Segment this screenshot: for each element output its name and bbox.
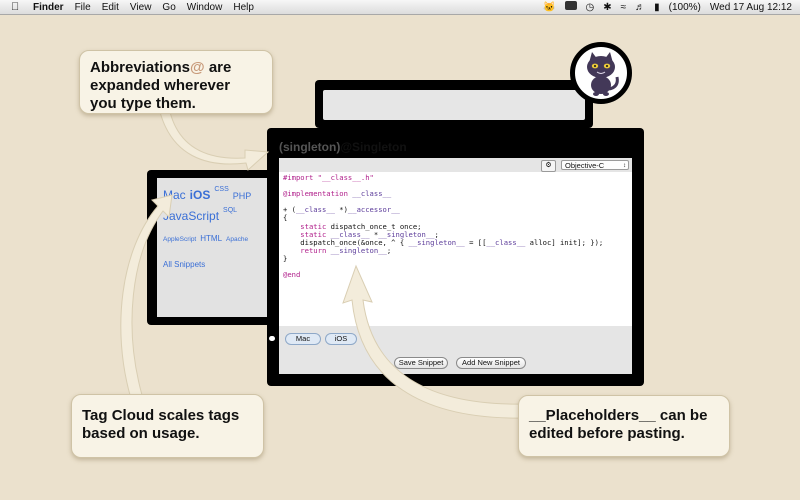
callout-text: __Placeholders__ can be — [529, 407, 708, 424]
code-placeholder: __singleton__ — [378, 229, 435, 239]
code-token: *) — [334, 205, 348, 215]
code-token: static — [283, 221, 331, 231]
menu-go[interactable]: Go — [162, 1, 176, 13]
menu-view[interactable]: View — [129, 1, 152, 13]
code-token: dispatch_once(&once, ^ { — [283, 237, 409, 247]
menu-help[interactable]: Help — [233, 1, 254, 13]
chevron-updown-icon: ↕ — [623, 163, 626, 169]
snippet-header: (singleton)@Singleton — [279, 138, 632, 154]
cloud-icon — [269, 336, 275, 341]
code-token: { — [283, 213, 288, 223]
code-placeholder: __singleton__ — [408, 237, 465, 247]
callout-text: expanded wherever — [90, 77, 231, 94]
snippet-toolbar: ⚙ Objective-C ↕ — [279, 158, 632, 172]
menu-app-finder[interactable]: Finder — [33, 1, 64, 13]
code-token: ; — [434, 229, 439, 239]
callout-text: edited before pasting. — [529, 425, 685, 442]
tag-apache[interactable]: Apache — [226, 236, 249, 243]
code-token: dispatch_once_t once; — [330, 221, 422, 231]
tag-html[interactable]: HTML — [200, 234, 223, 243]
menu-edit[interactable]: Edit — [101, 1, 119, 13]
code-token: * — [369, 229, 379, 239]
code-placeholder: __class__ — [330, 229, 370, 239]
clock[interactable]: Wed 17 Aug 12:12 — [709, 1, 792, 13]
code-token: @end — [283, 270, 301, 280]
code-placeholder: __class__ — [486, 237, 526, 247]
menu-file[interactable]: File — [74, 1, 91, 13]
tag-pill-ios[interactable]: iOS — [325, 333, 357, 345]
callout-abbreviations: Abbreviations@ are expanded wherever you… — [79, 50, 273, 114]
callout-at-sign: @ — [190, 59, 205, 76]
tag-css[interactable]: CSS — [214, 186, 229, 193]
language-select[interactable]: Objective-C ↕ — [561, 160, 629, 170]
gear-icon[interactable]: ⚙ — [541, 160, 556, 172]
callout-tag-cloud: Tag Cloud scales tags based on usage. — [71, 394, 264, 458]
callout-text: you type them. — [90, 95, 196, 112]
arrow-to-tagcloud — [120, 194, 173, 396]
snippet-name: @Singleton — [340, 140, 407, 154]
snippet-window: (singleton)@Singleton ⚙ Objective-C ↕ #i… — [267, 128, 644, 386]
cat-status-icon[interactable]: 🐱 — [543, 1, 556, 13]
code-token: return — [283, 245, 331, 255]
code-token: + ( — [283, 205, 296, 215]
arrow-to-placeholder — [342, 264, 526, 419]
callout-text: Tag Cloud scales tags — [82, 407, 240, 424]
code-token: static — [283, 229, 331, 239]
callout-placeholders: __Placeholders__ can be edited before pa… — [518, 395, 730, 457]
add-new-snippet-button[interactable]: Add New Snippet — [456, 357, 526, 369]
code-editor[interactable]: #import "__class__.h" @implementation __… — [279, 172, 632, 326]
tag-all-snippets[interactable]: All Snippets — [163, 260, 206, 269]
apple-icon[interactable]:  — [11, 1, 23, 13]
code-placeholder: __class__ — [352, 189, 392, 199]
code-token: ; — [386, 245, 392, 255]
snippet-panel: ⚙ Objective-C ↕ #import "__class__.h" @i… — [279, 158, 632, 374]
bluetooth-icon[interactable]: ✱ — [603, 1, 612, 13]
callout-text: Abbreviations — [90, 59, 191, 76]
code-placeholder: __singleton__ — [330, 245, 387, 255]
menu-bar:  Finder File Edit View Go Window Help 🐱… — [0, 0, 800, 15]
code-token: } — [283, 253, 288, 263]
code-token: @implementation — [283, 189, 353, 199]
menu-window[interactable]: Window — [186, 1, 223, 13]
tag-pill-mac[interactable]: Mac — [285, 333, 321, 345]
tag-applescript[interactable]: AppleScript — [163, 236, 197, 243]
tag-ios[interactable]: iOS — [189, 188, 211, 202]
language-value: Objective-C — [565, 161, 605, 170]
back-window-content — [323, 90, 585, 120]
callout-text: are — [204, 59, 232, 76]
battery-percent[interactable]: (100%) — [668, 1, 701, 13]
code-placeholder: __class__ — [295, 205, 335, 215]
code-token: alloc] init]; }); — [525, 237, 604, 247]
code-token: = [[ — [464, 237, 487, 247]
volume-icon[interactable]: ♬ — [635, 1, 646, 13]
arrow-to-title — [159, 111, 270, 171]
callout-text: based on usage. — [82, 425, 200, 442]
code-placeholder: __accessor__ — [347, 205, 400, 215]
tag-sql[interactable]: SQL — [223, 207, 238, 214]
app-status-icon[interactable] — [564, 1, 577, 13]
save-snippet-button[interactable]: Save Snippet — [394, 357, 448, 369]
tag-php[interactable]: PHP — [232, 191, 252, 201]
snippet-footer: Mac iOS Save Snippet Add New Snippet — [279, 326, 632, 374]
back-window — [315, 80, 593, 128]
wifi-icon[interactable]: ≈ — [620, 1, 627, 13]
cat-illustration — [587, 52, 619, 96]
snippet-title[interactable]: (singleton)@Singleton — [279, 140, 407, 154]
code-token: "__class__.h" — [317, 173, 374, 182]
battery-icon[interactable]: ▮ — [654, 1, 660, 13]
snippet-abbreviation: (singleton) — [279, 140, 341, 154]
code-token: #import — [283, 173, 318, 182]
cat-mascot-avatar — [570, 42, 632, 104]
tag-javascript[interactable]: JavaScript — [163, 209, 220, 223]
time-machine-icon[interactable]: ◷ — [585, 1, 595, 13]
